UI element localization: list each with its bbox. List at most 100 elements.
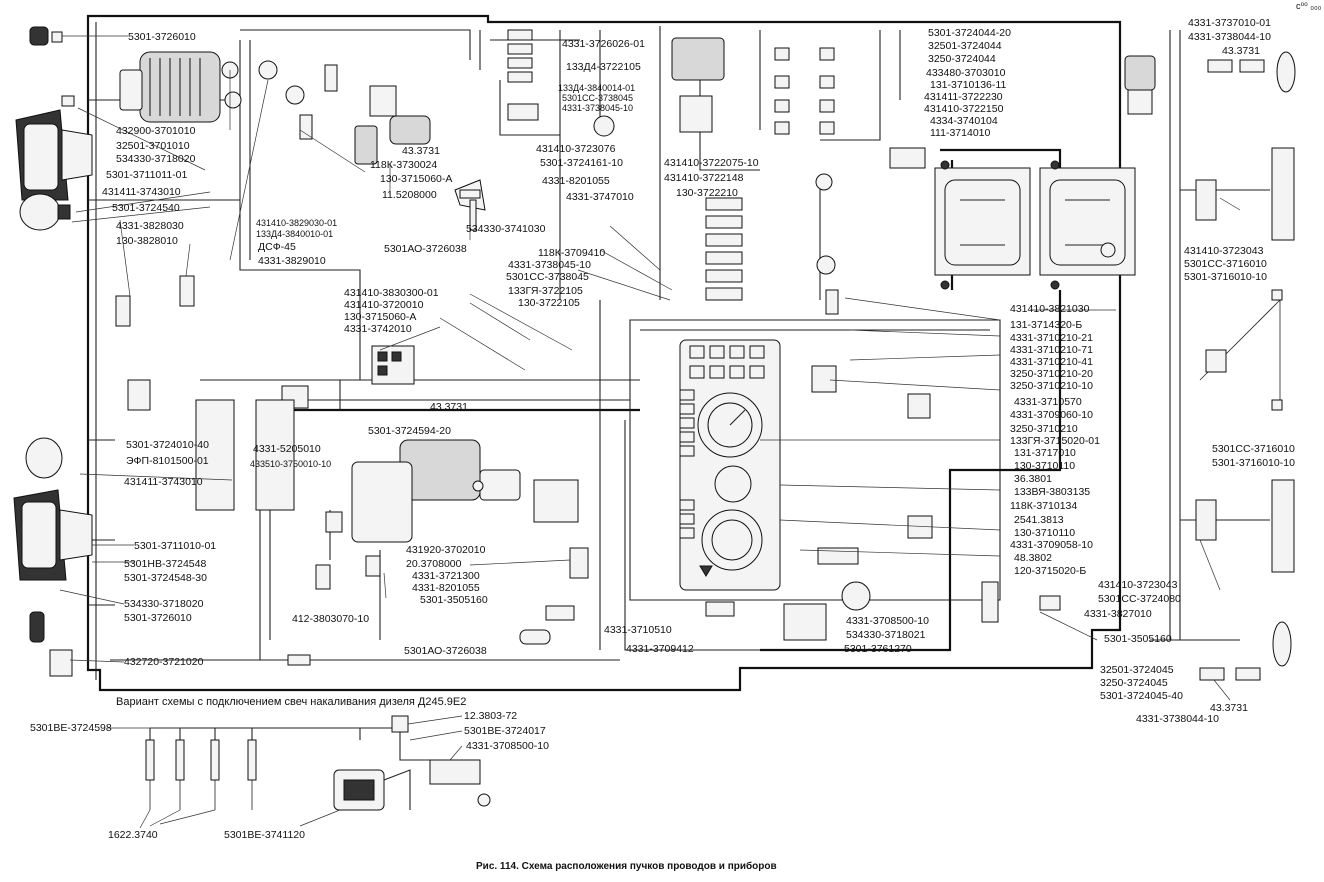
label: 4331-8201055 — [412, 582, 480, 594]
figure-caption: Рис. 114. Схема расположения пучков пров… — [476, 860, 777, 872]
label: 5301ВЕ-3724598 — [30, 722, 112, 734]
label: 5301-3724548-30 — [124, 572, 207, 584]
label: 431410-3723076 — [536, 143, 616, 155]
label: 4331-3737010-01 — [1188, 17, 1271, 29]
fuel-sensor-icon — [981, 581, 999, 623]
label: 5301-3505160 — [1104, 633, 1172, 645]
label: 4331-3710210-71 — [1010, 344, 1093, 356]
label: 48.3802 — [1014, 552, 1052, 564]
relay-block-icon — [671, 37, 725, 81]
label: 5301-3724540 — [112, 202, 180, 214]
glow-plug-variant — [145, 715, 491, 811]
label: 32501-3724044 — [928, 40, 1002, 52]
label: 11.5208000 — [382, 189, 437, 201]
glow-plug-icon-1 — [145, 739, 155, 781]
label: 32501-3724045 — [1100, 664, 1174, 676]
ignition-switch-icon — [429, 759, 481, 785]
sensor-icon — [115, 295, 131, 327]
label: 32501-3701010 — [116, 140, 190, 152]
label: 432900-3701010 — [116, 125, 196, 137]
label: 5301-3711011-01 — [106, 169, 188, 181]
rear-lamp-icon-2 — [1272, 621, 1292, 667]
label: 5301-3761270 — [844, 643, 912, 655]
label: 133Д4-3840014-01 — [558, 83, 635, 93]
label: 5301СС-3738045 — [506, 271, 589, 283]
label: 433480-3703010 — [926, 67, 1006, 79]
side-lamp-icon-2 — [29, 611, 45, 643]
label: 4331-3721300 — [412, 570, 480, 582]
fog-lamp-icon — [19, 193, 61, 231]
label: 4331-3709060-10 — [1010, 409, 1093, 421]
switch-icon — [258, 60, 278, 80]
label: 118К-3710134 — [1010, 500, 1077, 512]
label: 5301-3505160 — [420, 594, 488, 606]
relay-icon — [533, 479, 579, 523]
variant-title: Вариант схемы с подключением свеч накали… — [116, 696, 466, 708]
rear-combination-lamp-icon — [1271, 147, 1295, 241]
label: 4331-3738045-10 — [562, 103, 633, 113]
label: 431920-3702010 — [406, 544, 486, 556]
label: 5301СС-3716010 — [1212, 443, 1295, 455]
label: 133ГЯ-3722105 — [508, 285, 583, 297]
main-harness — [86, 14, 1281, 692]
part-labels: 5301-3726010 432900-3701010 32501-370101… — [30, 17, 1295, 841]
label: 2541.3813 — [1014, 514, 1064, 526]
label: 5301-3711010-01 — [134, 540, 216, 552]
label: 5301АО-3726038 — [384, 243, 467, 255]
label: 5301-3724594-20 — [368, 425, 451, 437]
label: 43.3731 — [430, 401, 468, 413]
label: 3250-3710210-10 — [1010, 380, 1093, 392]
label: 133ГЯ-3715020-01 — [1010, 435, 1100, 447]
label: 5301СС-3716010 — [1184, 258, 1267, 270]
label: 431410-3829030-01 — [256, 218, 337, 228]
label: 534330-3718020 — [116, 153, 196, 165]
alternator-icon — [119, 51, 242, 123]
label: ЭФП-8101500-01 — [126, 455, 209, 467]
label: 4331-5205010 — [253, 443, 321, 455]
label: 130-3710110 — [1014, 527, 1075, 539]
sensor-icon-2 — [179, 275, 195, 307]
label: 130-3715060-А — [380, 173, 452, 185]
label: 5301СС-3738045 — [562, 93, 633, 103]
label: 4331-3742010 — [344, 323, 412, 335]
label: 4331-3708500-10 — [466, 740, 549, 752]
label: 431410-3821030 — [1010, 303, 1090, 315]
valve-icon — [354, 125, 378, 165]
label: 4331-3738045-10 — [508, 259, 591, 271]
label: 5301ВЕ-3724017 — [464, 725, 546, 737]
label: 5301-3724044-20 — [928, 27, 1011, 39]
label: 431410-3722075-10 — [664, 157, 759, 169]
label: 133Д4-3722105 — [566, 61, 641, 73]
corner-mark: с⁰⁰ ₀₀₀ — [1296, 1, 1322, 11]
label: 5301-3724010-40 — [126, 439, 209, 451]
label: 133ВЯ-3803135 — [1014, 486, 1090, 498]
label: ДСФ-45 — [258, 241, 296, 253]
label: 4331-3710210-41 — [1010, 356, 1093, 368]
label: 534330-3718020 — [124, 598, 204, 610]
label: 130-3715060-А — [344, 311, 416, 323]
label: 130-3722105 — [518, 297, 580, 309]
headlight-left-icon-2 — [13, 489, 93, 581]
plug-socket-icon — [49, 649, 73, 677]
label: 4331-3710210-21 — [1010, 332, 1093, 344]
label: 534330-3718021 — [846, 629, 926, 641]
label: 5301АО-3726038 — [404, 645, 487, 657]
label: 5301СС-3724080 — [1098, 593, 1181, 605]
label: 131-3717010 — [1014, 447, 1076, 459]
label: 43.3731 — [1222, 45, 1260, 57]
label: 3250-3710210-20 — [1010, 368, 1093, 380]
resistor — [287, 654, 311, 666]
label: 4331-3747010 — [566, 191, 634, 203]
label: 43.3731 — [1210, 702, 1248, 714]
label: 5301-3716010-10 — [1212, 457, 1295, 469]
label: 5301-3724161-10 — [540, 157, 623, 169]
label: 130-3722210 — [676, 187, 738, 199]
connector-stack-top — [507, 29, 533, 83]
label: 4331-3710570 — [1014, 396, 1082, 408]
label: 431410-3722148 — [664, 172, 744, 184]
label: 431410-3830300-01 — [344, 287, 439, 299]
fuel-heater-block — [195, 399, 235, 511]
label: 131-3714320-Б — [1010, 319, 1082, 331]
label: 36.3801 — [1014, 473, 1052, 485]
